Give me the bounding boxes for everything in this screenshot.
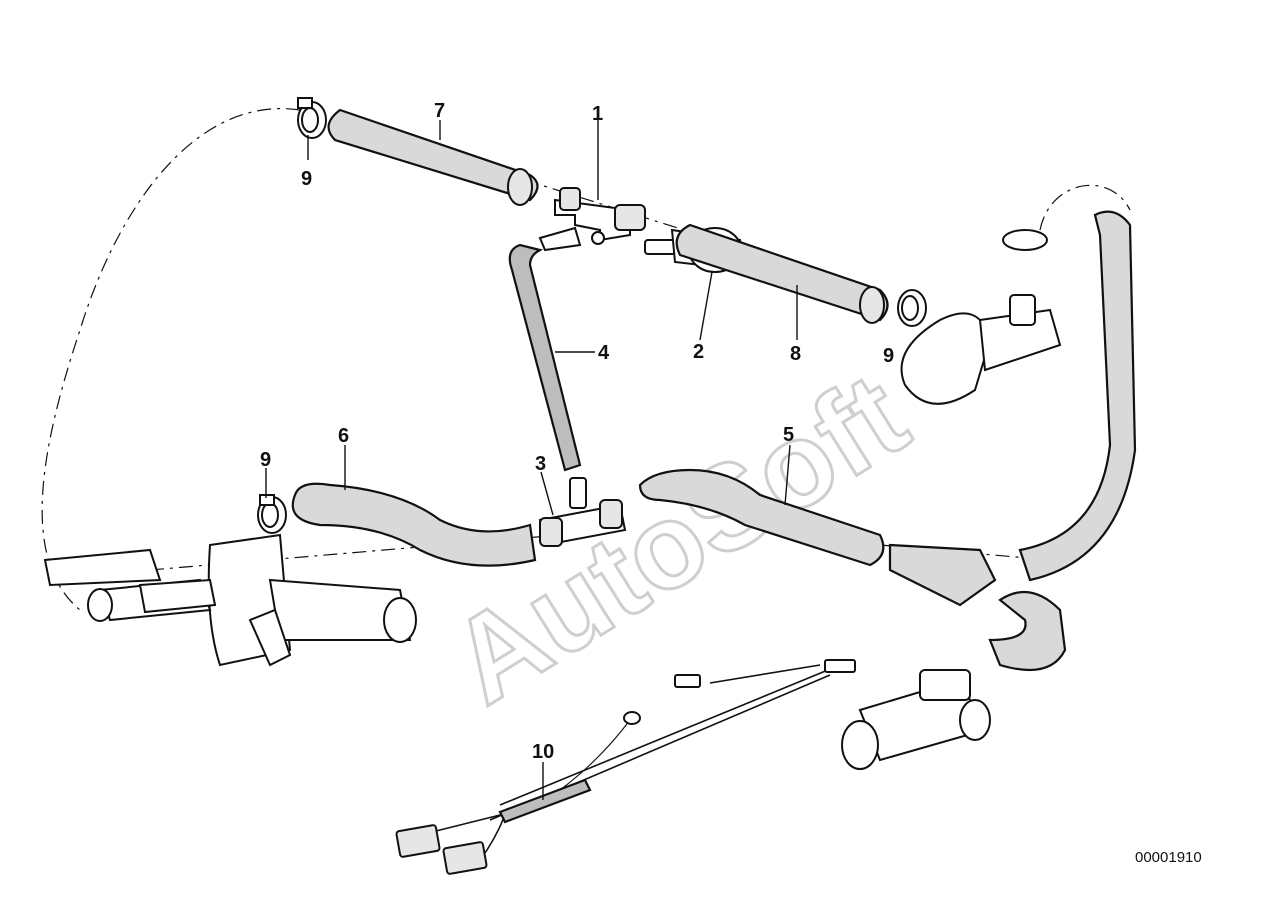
hose-part-7 bbox=[327, 108, 539, 206]
diagram-reference-number: 00001910 bbox=[1135, 849, 1202, 866]
callout-10: 10 bbox=[532, 741, 554, 763]
callout-7: 7 bbox=[434, 100, 445, 122]
wiring-harness-part-10 bbox=[395, 659, 856, 875]
callout-5: 5 bbox=[783, 424, 794, 446]
hose-clamp-9-top bbox=[297, 97, 327, 139]
hose-part-4 bbox=[508, 243, 582, 472]
t-valve-lower-right bbox=[841, 669, 991, 770]
hose-right-vertical bbox=[1018, 210, 1137, 582]
water-valve-assembly bbox=[900, 229, 1062, 405]
routing-line-right bbox=[1039, 184, 1131, 231]
leader-line-2 bbox=[699, 271, 713, 341]
leader-line-3 bbox=[540, 471, 554, 516]
leader-line-5 bbox=[784, 444, 791, 506]
hose-clamp-9-right bbox=[897, 289, 927, 327]
t-fitting-part-1 bbox=[538, 187, 646, 252]
callout-1: 1 bbox=[592, 103, 603, 125]
callout-9-top: 9 bbox=[301, 168, 312, 190]
callout-6: 6 bbox=[338, 425, 349, 447]
callout-9-bottom: 9 bbox=[260, 449, 271, 471]
callout-3: 3 bbox=[535, 453, 546, 475]
callout-4: 4 bbox=[598, 342, 610, 364]
callout-9-right: 9 bbox=[883, 345, 894, 367]
hose-part-8 bbox=[675, 223, 889, 324]
routing-line-left bbox=[41, 108, 301, 611]
t-fitting-part-3 bbox=[538, 477, 627, 547]
hose-part-5 bbox=[638, 468, 885, 567]
heater-housing-left bbox=[43, 533, 417, 667]
hose-clamp-9-bottom bbox=[257, 494, 287, 534]
callout-8: 8 bbox=[790, 343, 801, 365]
elbow-hose-right bbox=[888, 543, 1067, 672]
hose-part-6 bbox=[291, 482, 537, 567]
callout-2: 2 bbox=[693, 341, 704, 363]
